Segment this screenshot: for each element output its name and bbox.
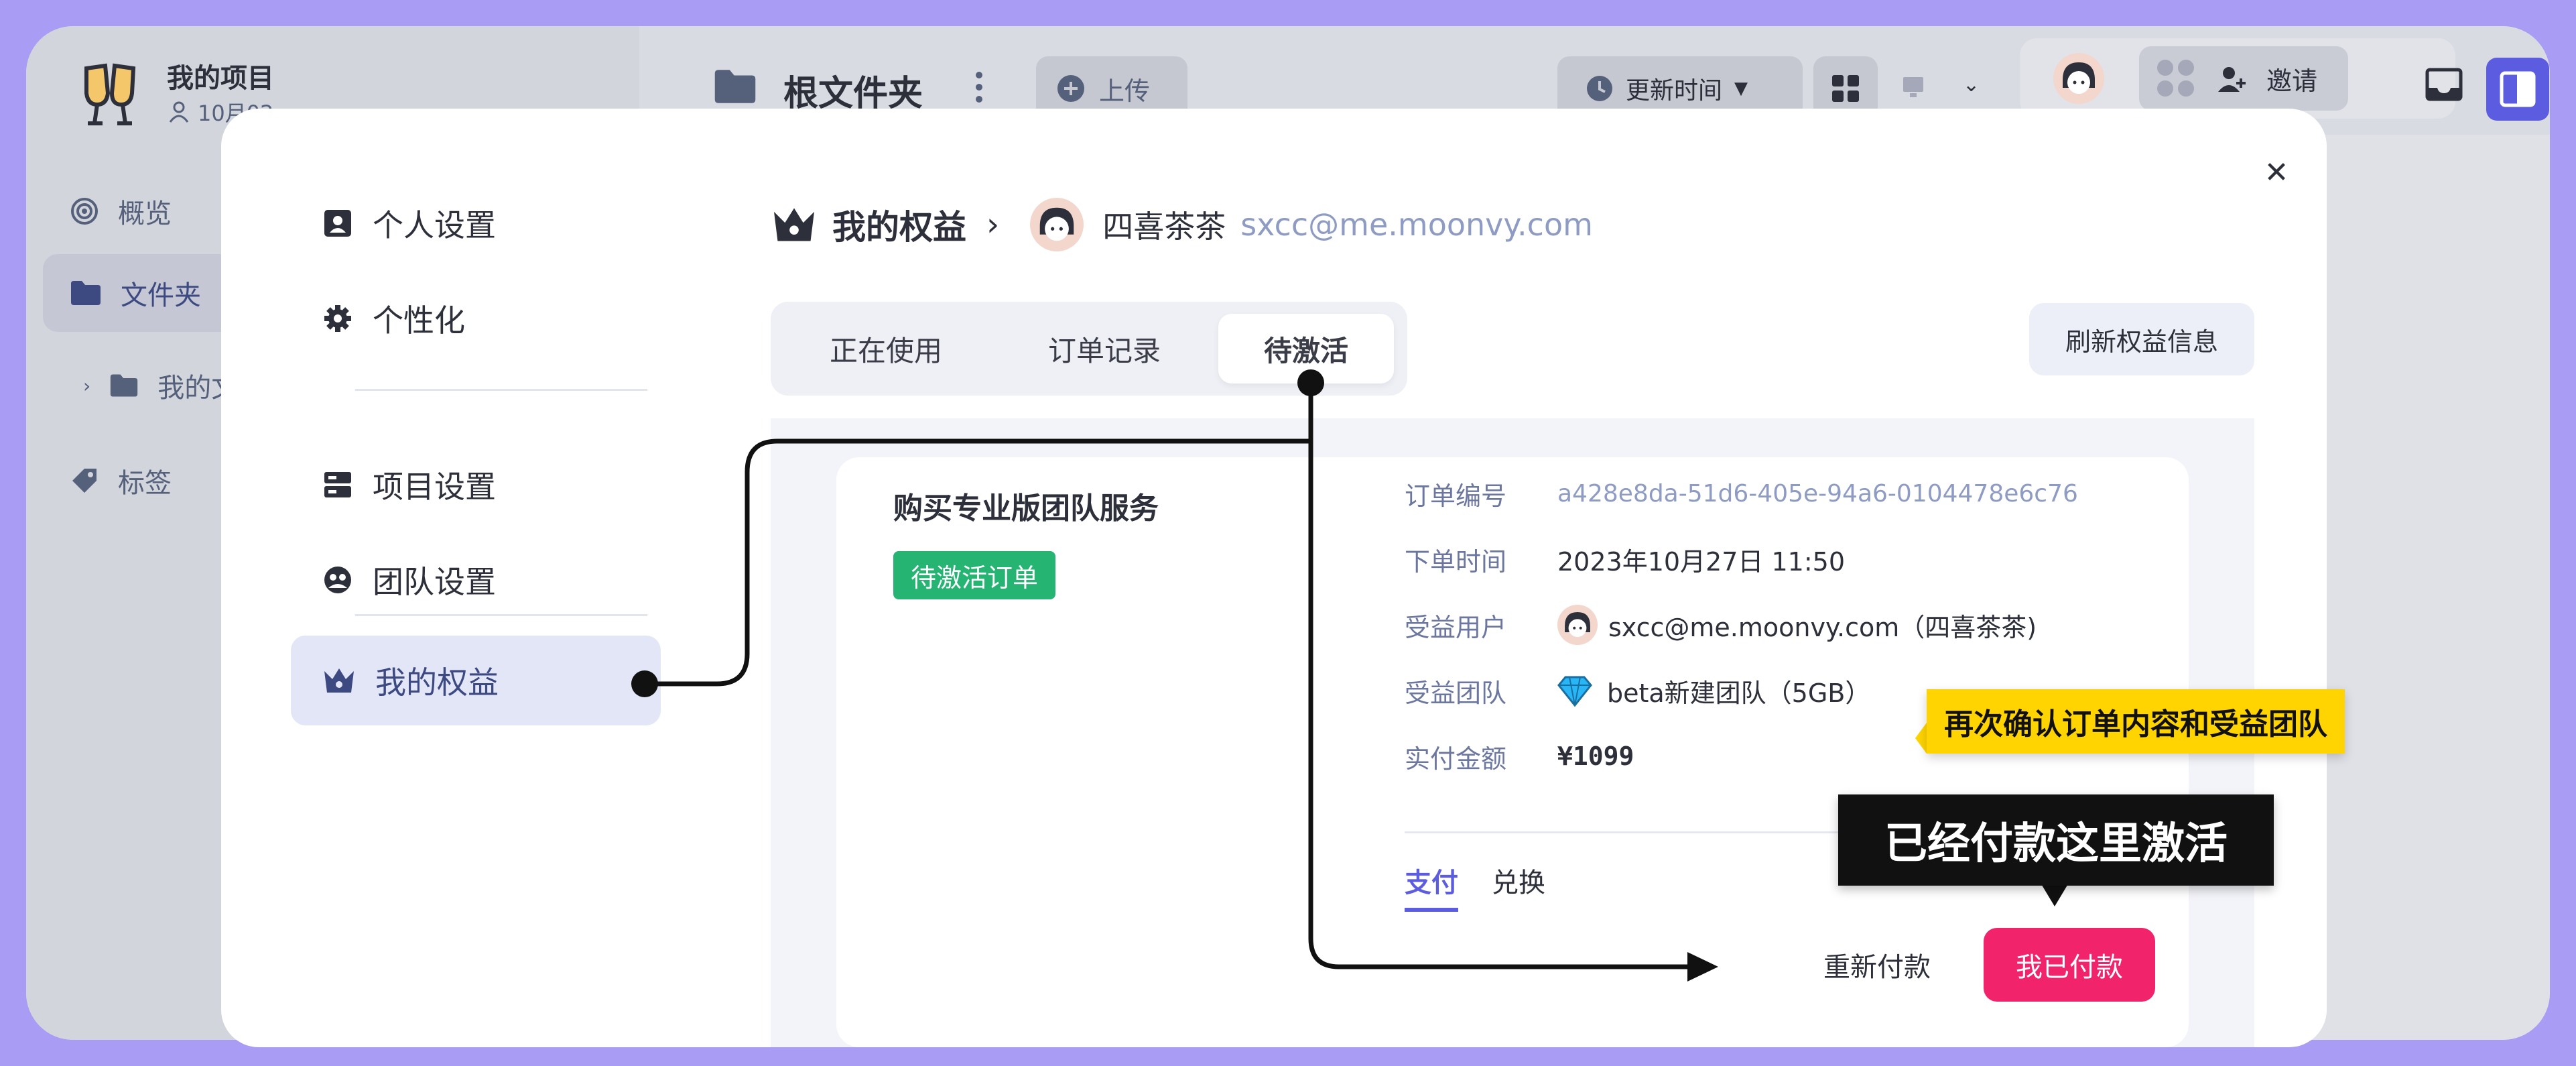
server-icon bbox=[324, 472, 351, 497]
project-logo bbox=[73, 56, 147, 130]
connector-dot bbox=[631, 670, 658, 697]
chevron-down-icon: ▼ bbox=[1734, 78, 1748, 99]
members-icon bbox=[169, 101, 189, 123]
target-icon bbox=[71, 198, 98, 225]
chevron-right-icon: › bbox=[986, 206, 1000, 243]
menu-item-label: 个人设置 bbox=[373, 207, 496, 243]
sidebar-item-label: 概览 bbox=[118, 198, 172, 229]
panel-toggle-button[interactable] bbox=[2486, 58, 2549, 121]
collaborators-area: 邀请 bbox=[2020, 38, 2455, 119]
sidebar-item-label: 标签 bbox=[118, 468, 172, 499]
paid-button[interactable]: 我已付款 bbox=[1984, 928, 2155, 1002]
more-vertical-icon[interactable] bbox=[974, 70, 984, 104]
gear-icon bbox=[324, 305, 351, 332]
sidebar-item-tags[interactable]: 标签 bbox=[43, 442, 271, 520]
id-card-icon bbox=[324, 210, 351, 237]
menu-item-team-settings[interactable]: 团队设置 bbox=[291, 535, 661, 625]
order-time-label: 下单时间 bbox=[1405, 546, 1507, 577]
diamond-icon bbox=[1557, 676, 1592, 707]
page-title: 我的权益 bbox=[832, 208, 966, 247]
close-icon[interactable]: ✕ bbox=[2264, 155, 2289, 190]
beneficiary-team-value: beta新建团队（5GB） bbox=[1607, 678, 1871, 708]
sidebar-panel-icon bbox=[2500, 71, 2536, 107]
grid-icon bbox=[1832, 75, 1859, 102]
tab-in-use[interactable]: 正在使用 bbox=[829, 334, 942, 367]
avatar[interactable] bbox=[2053, 53, 2104, 104]
chevron-down-icon[interactable]: ⌄ bbox=[1963, 73, 1980, 97]
upload-label: 上传 bbox=[1099, 76, 1151, 106]
order-title: 购买专业版团队服务 bbox=[893, 491, 1159, 526]
beneficiary-team-label: 受益团队 bbox=[1405, 678, 1507, 708]
callout-pointer bbox=[2039, 880, 2071, 906]
order-time-row: 下单时间 2023年10月27日 11:50 bbox=[1405, 539, 1845, 579]
folder-title: 根文件夹 bbox=[783, 74, 923, 114]
order-time-value: 2023年10月27日 11:50 bbox=[1557, 546, 1846, 577]
sort-label: 更新时间 bbox=[1626, 77, 1723, 105]
refresh-benefits-button[interactable]: 刷新权益信息 bbox=[2029, 303, 2254, 375]
add-user-icon bbox=[2218, 67, 2246, 92]
user-avatar bbox=[1030, 198, 1084, 251]
crown-icon bbox=[324, 668, 354, 693]
menu-item-label: 团队设置 bbox=[373, 564, 496, 600]
plus-circle-icon bbox=[1057, 75, 1084, 102]
beneficiary-user-row: 受益用户 sxcc@me.moonvy.com（四喜茶茶) bbox=[1405, 605, 2037, 645]
menu-item-personalization[interactable]: 个性化 bbox=[291, 274, 661, 363]
paid-amount-value: ¥1099 bbox=[1557, 742, 1634, 771]
activate-callout: 已经付款这里激活 bbox=[1838, 794, 2274, 886]
project-name[interactable]: 我的项目 bbox=[167, 63, 274, 94]
sidebar-item-label: 文件夹 bbox=[121, 280, 201, 311]
beneficiary-avatar bbox=[1557, 605, 1598, 645]
paid-amount-label: 实付金额 bbox=[1405, 744, 1507, 774]
tag-icon bbox=[72, 469, 96, 493]
divider bbox=[1405, 831, 2175, 833]
crown-icon bbox=[774, 208, 814, 241]
invite-button[interactable]: 邀请 bbox=[2139, 46, 2348, 111]
invite-label: 邀请 bbox=[2266, 66, 2318, 96]
repay-button[interactable]: 重新付款 bbox=[1823, 952, 1931, 983]
tab-pay[interactable]: 支付 bbox=[1405, 861, 1458, 912]
user-name: 四喜茶茶 bbox=[1102, 209, 1226, 245]
menu-divider bbox=[355, 389, 647, 391]
folder-icon bbox=[71, 281, 101, 305]
beneficiary-user-label: 受益用户 bbox=[1405, 612, 1507, 642]
order-id-value: a428e8da-51d6-405e-94a6-0104478e6c76 bbox=[1557, 479, 2078, 508]
clock-icon bbox=[1587, 76, 1612, 101]
paid-amount-row: 实付金额 ¥1099 bbox=[1405, 736, 1634, 776]
menu-item-personal-settings[interactable]: 个人设置 bbox=[291, 178, 661, 268]
order-id-row: 订单编号 a428e8da-51d6-405e-94a6-0104478e6c7… bbox=[1405, 473, 2078, 514]
confirm-callout: 再次确认订单内容和受益团队 bbox=[1927, 689, 2345, 754]
board-view-icon[interactable] bbox=[1901, 74, 1926, 100]
team-icon bbox=[324, 567, 351, 593]
user-email: sxcc@me.moonvy.com bbox=[1240, 206, 1593, 243]
status-badge: 待激活订单 bbox=[893, 551, 1056, 599]
folder-icon bbox=[714, 70, 756, 103]
callout-pointer bbox=[1915, 723, 1927, 754]
order-id-label: 订单编号 bbox=[1405, 481, 1507, 511]
menu-item-label: 项目设置 bbox=[373, 469, 496, 505]
menu-item-project-settings[interactable]: 项目设置 bbox=[291, 440, 661, 530]
tab-redeem[interactable]: 兑换 bbox=[1492, 868, 1545, 898]
menu-item-label: 个性化 bbox=[373, 302, 465, 339]
connector-line bbox=[1308, 383, 1689, 969]
connector-line bbox=[645, 438, 1311, 687]
inbox-icon[interactable] bbox=[2425, 68, 2463, 101]
tab-order-history[interactable]: 订单记录 bbox=[1047, 334, 1161, 367]
menu-item-label: 我的权益 bbox=[375, 664, 499, 701]
order-list-area bbox=[771, 418, 2254, 1047]
benefits-header: 我的权益 › 四喜茶茶 sxcc@me.moonvy.com bbox=[771, 198, 1593, 251]
menu-divider bbox=[355, 614, 647, 616]
chevron-right-icon[interactable]: › bbox=[83, 374, 91, 397]
beneficiary-user-value: sxcc@me.moonvy.com（四喜茶茶) bbox=[1608, 612, 2037, 642]
sidebar-item-overview[interactable]: 概览 bbox=[43, 172, 271, 250]
connector-dot bbox=[1297, 369, 1324, 396]
folder-icon bbox=[111, 374, 138, 397]
members-icon bbox=[2157, 60, 2194, 97]
menu-item-my-benefits[interactable]: 我的权益 bbox=[291, 636, 661, 725]
settings-modal: ✕ 个人设置 个性化 项目设置 团队设置 我的权益 我的权益 › 四喜茶茶 sx… bbox=[221, 109, 2327, 1047]
beneficiary-team-row: 受益团队 beta新建团队（5GB） bbox=[1405, 670, 1870, 711]
arrow-head-icon bbox=[1687, 952, 1718, 982]
